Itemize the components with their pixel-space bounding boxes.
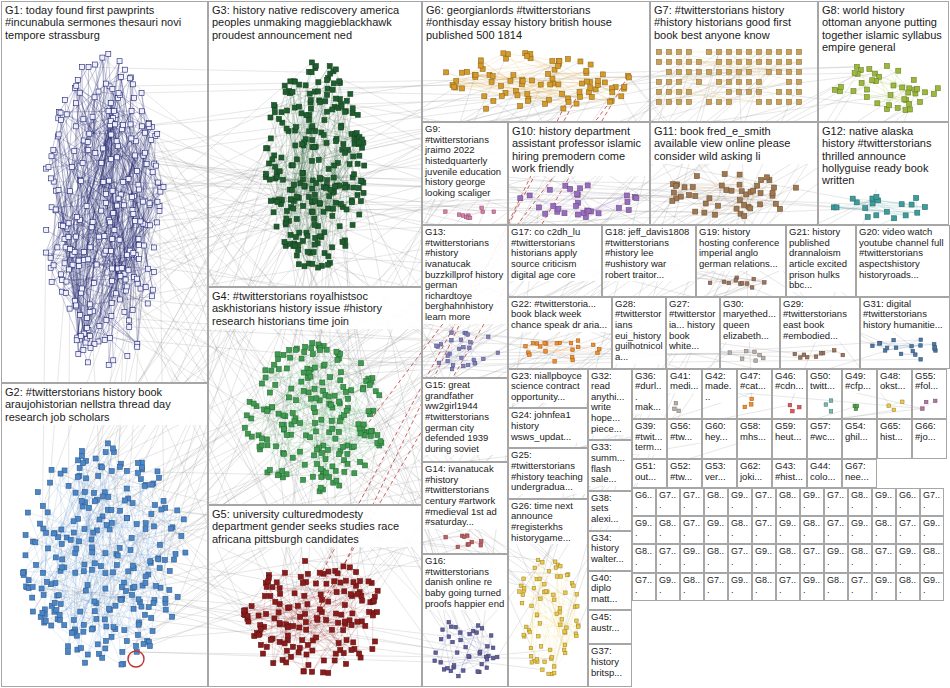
graph-canvas: G1: today found first pawprints #incunab… — [0, 0, 950, 688]
